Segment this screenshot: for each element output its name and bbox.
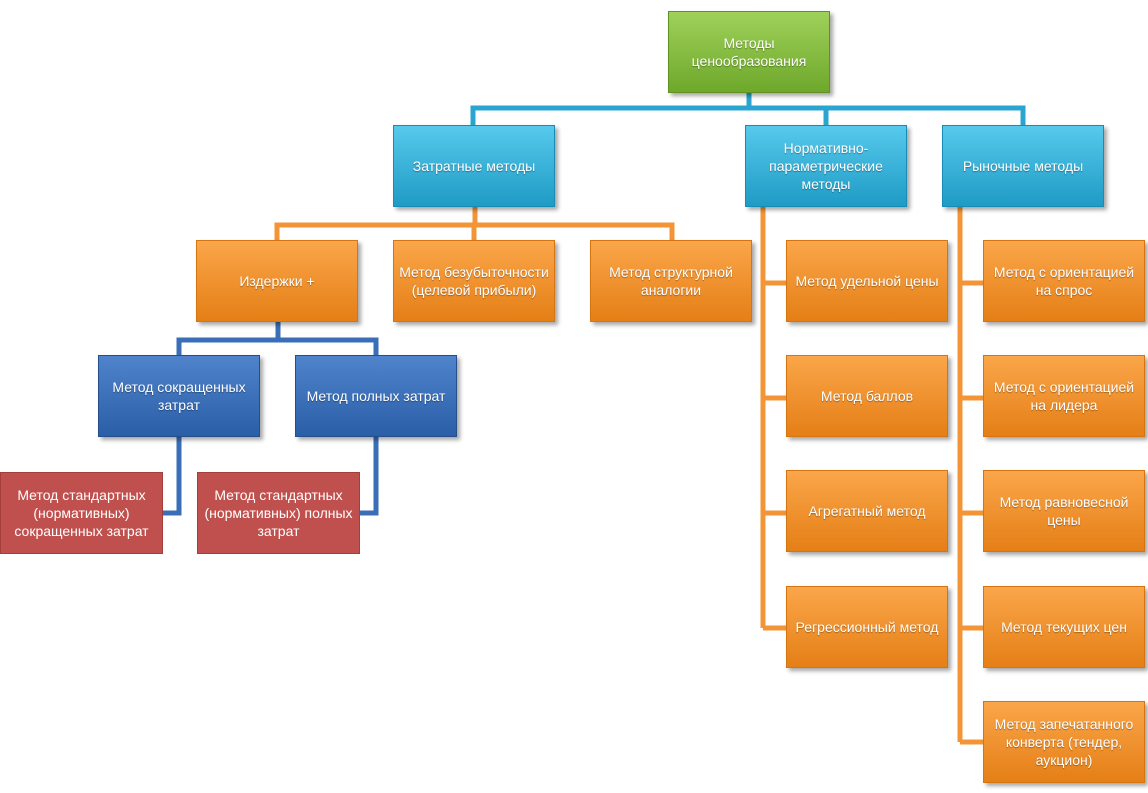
node-cost-methods-label: Затратные методы — [412, 158, 536, 174]
node-aggregate-method[interactable]: Агрегатный метод — [786, 470, 948, 552]
node-demand-oriented[interactable]: Метод с ориентацией на спрос — [983, 240, 1145, 322]
node-regression-method[interactable]: Регрессионный метод — [786, 586, 948, 668]
node-reduced-costs[interactable]: Метод сокращенных затрат — [98, 355, 260, 437]
node-full-costs[interactable]: Метод полных затрат — [295, 355, 457, 437]
node-aggregate-method-label: Агрегатный метод — [808, 503, 926, 519]
node-break-even-label: Метод безубыточности (целевой прибыли) — [399, 264, 549, 298]
node-break-even[interactable]: Метод безубыточности (целевой прибыли) — [393, 240, 555, 322]
node-equilibrium-price[interactable]: Метод равновесной цены — [983, 470, 1145, 552]
node-reduced-standard[interactable]: Метод стандартных (нормативных) сокращен… — [0, 472, 163, 554]
node-unit-price[interactable]: Метод удельной цены — [786, 240, 948, 322]
connector-full-standard — [360, 437, 379, 516]
root-node[interactable]: Методы ценообразования — [668, 11, 830, 93]
node-full-standard-label: Метод стандартных (нормативных) полных з… — [204, 487, 353, 539]
node-market-methods-label: Рыночные методы — [962, 158, 1084, 174]
node-market-methods[interactable]: Рыночные методы — [942, 125, 1104, 207]
node-costs-plus[interactable]: Издержки + — [196, 240, 358, 322]
node-leader-oriented-label: Метод с ориентацией на лидера — [993, 379, 1135, 413]
node-regression-method-label: Регрессионный метод — [795, 619, 939, 635]
node-normative-parametric-label: Нормативно-параметрические методы — [769, 140, 883, 192]
node-reduced-costs-label: Метод сокращенных затрат — [112, 379, 246, 413]
node-sealed-envelope[interactable]: Метод запечатанного конверта (тендер, ау… — [983, 701, 1145, 783]
node-structural-analogy-label: Метод структурной аналогии — [609, 264, 733, 298]
node-current-prices-label: Метод текущих цен — [1001, 619, 1127, 635]
node-structural-analogy[interactable]: Метод структурной аналогии — [590, 240, 752, 322]
node-sealed-envelope-label: Метод запечатанного конверта (тендер, ау… — [994, 716, 1134, 768]
node-current-prices[interactable]: Метод текущих цен — [983, 586, 1145, 668]
connector-level1-bus — [470, 105, 1026, 125]
node-equilibrium-price-label: Метод равновесной цены — [999, 494, 1129, 528]
node-cost-methods[interactable]: Затратные методы — [393, 125, 555, 207]
connector-reduced-standard — [162, 437, 182, 516]
node-leader-oriented[interactable]: Метод с ориентацией на лидера — [983, 355, 1145, 437]
node-costs-plus-label: Издержки + — [239, 273, 315, 289]
node-reduced-standard-label: Метод стандартных (нормативных) сокращен… — [14, 487, 149, 539]
node-full-standard[interactable]: Метод стандартных (нормативных) полных з… — [197, 472, 360, 554]
node-unit-price-label: Метод удельной цены — [795, 273, 939, 289]
node-demand-oriented-label: Метод с ориентацией на спрос — [993, 264, 1135, 298]
node-normative-parametric[interactable]: Нормативно-параметрические методы — [745, 125, 907, 207]
connector-costs-plus-bus — [176, 337, 379, 355]
node-full-costs-label: Метод полных затрат — [306, 388, 446, 404]
node-points-method[interactable]: Метод баллов — [786, 355, 948, 437]
node-points-method-label: Метод баллов — [820, 388, 914, 404]
root-node-label: Методы ценообразования — [691, 35, 807, 69]
